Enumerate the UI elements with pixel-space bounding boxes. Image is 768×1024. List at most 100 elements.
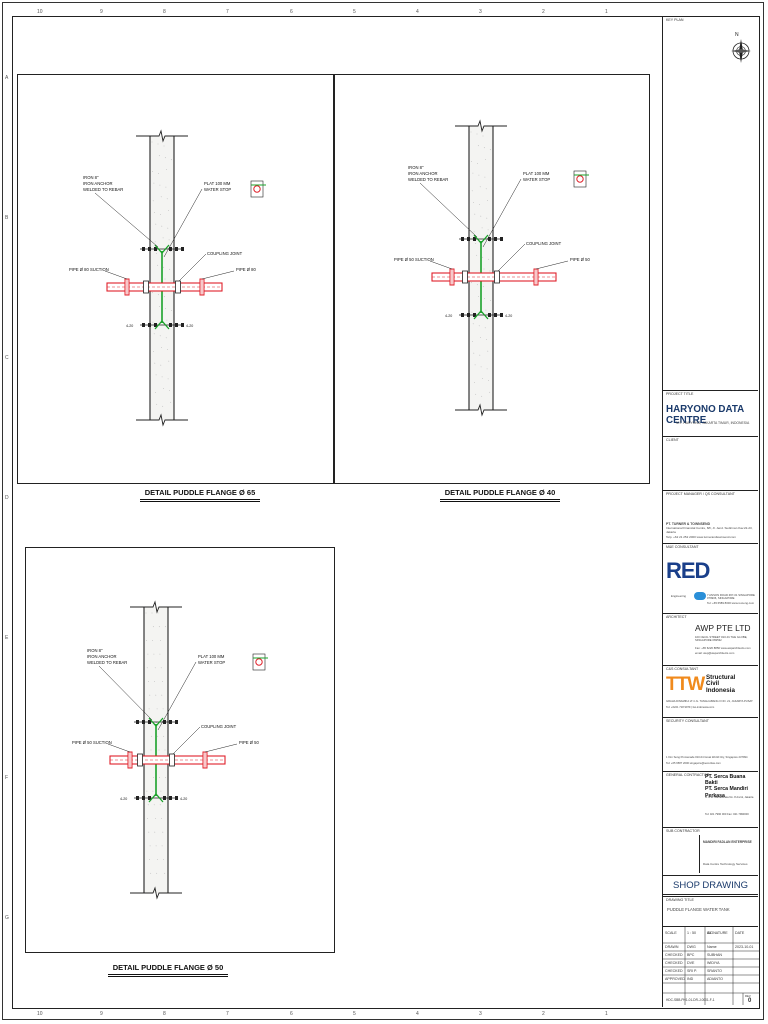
col-marker: 6 (290, 1011, 293, 1017)
mep-address: 7 ANSON ROAD #07-01 SINGAPORE 079906, SI… (707, 593, 755, 601)
coupling-joint (494, 270, 500, 284)
concrete-dot (486, 217, 488, 219)
grid-cell: DATE (735, 931, 745, 935)
concrete-dot (482, 378, 483, 379)
concrete-dot (472, 172, 474, 174)
concrete-dot (145, 612, 147, 614)
col-marker: 1 (605, 9, 608, 15)
concrete-dot (158, 749, 160, 751)
mep-section: M&E CONSULTANT RED Engineering 7 ANSON R… (663, 543, 758, 613)
section-tag (250, 180, 264, 198)
label-pipe-left: PIPE Ø 50 SUCTION (72, 740, 112, 745)
concrete-dot (170, 401, 172, 403)
concrete-dot (486, 339, 487, 340)
concrete-dot (164, 157, 166, 159)
label-anchor: IRON 8" (83, 175, 99, 180)
leader (157, 661, 197, 731)
dimension-label: 4-20 (186, 324, 193, 328)
concrete-dot (151, 612, 153, 614)
col-marker: 4 (416, 1011, 419, 1017)
rebar-tie (148, 720, 151, 724)
concrete-dot (154, 681, 155, 682)
mep-label: M&E CONSULTANT (666, 545, 699, 549)
concrete-dot (479, 186, 481, 188)
concrete-dot (475, 243, 476, 245)
detail-caption-65: DETAIL PUDDLE FLANGE Ø 65 (140, 488, 260, 502)
security-label: SECURITY CONSULTANT (666, 719, 709, 723)
ttw-logo: TTW (666, 674, 705, 695)
concrete-dot (484, 176, 486, 178)
concrete-dot (165, 186, 167, 188)
grid-cell: SIGNATURE (707, 931, 728, 935)
dimension-label: 4-20 (126, 324, 133, 328)
concrete-dot (153, 333, 155, 335)
rebar-tie (142, 796, 145, 800)
concrete-dot (167, 378, 169, 380)
rebar-tie (148, 323, 151, 327)
coupling-joint (462, 270, 468, 284)
concrete-dot (161, 225, 163, 227)
grid-cell: CHECKED (665, 953, 683, 957)
concrete-dot (160, 640, 162, 641)
concrete-dot (482, 256, 484, 258)
leader (178, 253, 207, 282)
col-marker: 8 (163, 1011, 166, 1017)
concrete-dot (164, 626, 166, 628)
rebar-tie (473, 313, 476, 317)
row-marker: A (5, 75, 9, 81)
civil-label: C&S CONSULTANT (666, 667, 699, 671)
label-plate: PLAT 100 MM (198, 654, 225, 659)
concrete-dot (167, 227, 169, 229)
leader (201, 270, 235, 280)
concrete-dot (147, 653, 149, 655)
concrete-dot (490, 300, 491, 301)
concrete-dot (159, 335, 161, 337)
caption-underline (140, 501, 260, 502)
label-anchor: IRON ANCHOR (83, 181, 113, 186)
rebar-tie (175, 796, 178, 800)
concrete-dot (470, 282, 472, 284)
concrete-dot (474, 364, 476, 366)
label-anchor: IRON 8" (87, 648, 103, 653)
concrete-dot (155, 845, 157, 847)
concrete-dot (147, 804, 149, 806)
row-marker: F (5, 775, 9, 781)
grid-cell: CHECKED (665, 961, 683, 965)
grid-cell: SRANTO (707, 969, 722, 973)
concrete-dot (162, 405, 164, 407)
concrete-dot (486, 368, 488, 370)
rebar-tie (148, 247, 151, 251)
leader (482, 178, 522, 248)
concrete-dot (478, 174, 480, 176)
leader (163, 188, 203, 258)
concrete-dot (151, 292, 153, 294)
security-section: SECURITY CONSULTANT 1 Kim Seng Promenade… (663, 717, 758, 771)
concrete-dot (152, 790, 154, 792)
rebar-tie (181, 323, 184, 327)
red-logo: RED (666, 558, 710, 583)
client-section: CLIENT (663, 436, 758, 490)
concrete-dot (169, 268, 171, 270)
concrete-dot (154, 667, 156, 669)
anchor-bottom (473, 310, 489, 320)
concrete-dot (162, 681, 163, 682)
label-anchor: IRON ANCHOR (408, 171, 438, 176)
rebar-tie (142, 323, 145, 327)
grid-cell: Name (707, 945, 717, 949)
concrete-dot (155, 694, 157, 696)
concrete-dot (166, 169, 168, 170)
leader (204, 743, 238, 753)
concrete-dot (164, 749, 166, 751)
contractor-label: GENERAL CONTRACTOR (666, 773, 710, 777)
grid-cell: SUBHAN (707, 953, 722, 957)
concrete-dot (157, 612, 159, 614)
concrete-dot (472, 341, 473, 342)
concrete-dot (169, 390, 170, 391)
label-anchor: WELDED TO REBAR (87, 660, 127, 665)
concrete-dot (151, 141, 153, 143)
concrete-dot (487, 229, 489, 231)
concrete-dot (157, 294, 159, 296)
grid-cell: WIDIYA (707, 961, 720, 965)
grid-cell: A1 (707, 931, 712, 935)
rebar-tie (461, 237, 464, 241)
